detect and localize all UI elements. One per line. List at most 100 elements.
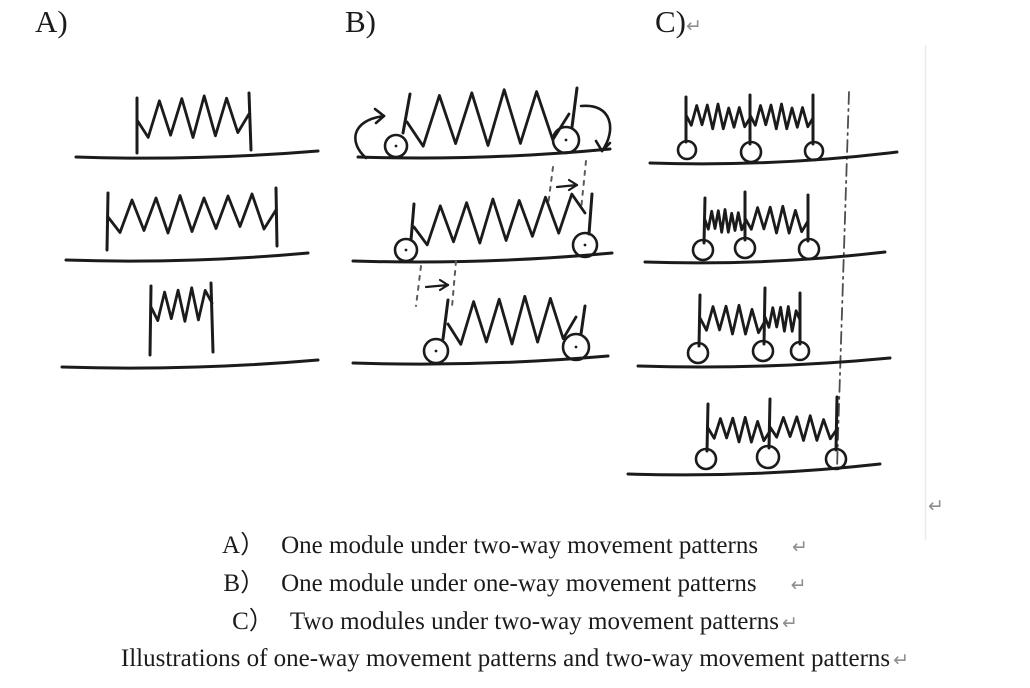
ground-line [356,147,612,160]
wheel [733,236,757,260]
spring [706,415,772,444]
post [274,186,279,248]
wheel [803,140,825,162]
post [579,304,587,336]
right-arrowhead [438,283,450,292]
spring [135,94,251,139]
wheel [694,447,718,471]
post [570,86,579,129]
displacement-guide-dash [415,265,422,307]
caption-b-label: B） [223,570,266,597]
spring [698,303,767,336]
spring [106,192,278,235]
rotation-arrowhead [594,139,604,153]
post [105,191,110,252]
wheel [755,444,781,470]
post [209,281,215,354]
post [409,202,416,242]
spring [149,286,214,323]
panel-label-c-text: C) [655,4,686,39]
wheel-hub [583,243,587,247]
spring [703,208,747,234]
spring [405,88,571,148]
ground-line [643,250,887,265]
sketch-c2-left-compressed-right-stretched [643,190,887,265]
sketch-b1-wheeled-module-rotating [354,86,612,211]
sketch-b2-wheeled-module-stretched [351,192,614,308]
panel-label-b: B) [345,6,376,37]
right-arrowhead [567,183,579,192]
sketch-c4-two-modules-advanced [626,395,882,477]
ground-line [64,251,310,263]
spring [768,414,839,442]
wheel [551,125,581,155]
caption-a: A） One module under two-way movement patt… [0,531,1030,561]
panel-label-a: A) [35,6,68,37]
return-mark-icon: ↵ [790,574,807,596]
caption-a-label: A） [222,532,266,559]
post [441,298,450,341]
caption-b: B） One module under one-way movement patt… [0,569,1030,599]
spring [684,102,752,131]
return-mark-icon: ↵ [792,536,808,558]
panel-label-c: C)↵ [655,6,702,37]
wheel [824,447,848,471]
spring [763,305,802,333]
displacement-guide-dash [580,160,587,211]
sketch-c1-two-modules-natural [648,93,899,166]
ground-line [351,251,614,264]
rotation-arrow [579,104,612,153]
wheel [393,237,419,263]
rotation-arrowhead [374,114,386,125]
sketch-a2-spring-stretched [64,186,310,263]
caption-a-text: One module under two-way movement patter… [281,532,759,559]
wheel [797,237,821,261]
sketch-c3-left-stretched-right-compressed [636,286,892,369]
reference-dashdot-line [836,91,850,469]
wheel-hub [564,138,568,142]
ground-line [351,354,610,366]
wheel [561,332,591,362]
wheel [383,133,409,159]
wheel [789,340,811,362]
right-arrow-icon [424,283,450,289]
displacement-guide-dash [547,166,554,207]
figure-caption: Illustrations of one-way movement patter… [0,644,1030,674]
panel-label-a-text: A) [35,4,68,39]
wheel [422,337,450,365]
ground-line [74,149,320,160]
wheel-hub [434,349,438,353]
caption-c-label: C） [232,608,274,635]
sketch-b3-wheeled-module-contracted [351,294,610,366]
rotation-arrowhead [600,141,612,153]
wheel [751,339,775,363]
figure-caption-text: Illustrations of one-way movement patter… [120,645,891,672]
ground-line [636,356,892,369]
spring [446,294,578,346]
ground-line [648,150,899,166]
wheel-hub [394,144,398,148]
sketch-a3-spring-compressed [60,281,320,370]
rotation-arrowhead [373,107,386,118]
panel-label-b-text: B) [345,4,376,39]
rotation-arrow [354,114,386,160]
caption-c: C） Two modules under two-way movement pat… [0,607,1030,637]
post [148,284,153,357]
caption-c-text: Two modules under two-way movement patte… [289,608,779,635]
wheel [571,231,599,259]
post [834,395,839,452]
post [767,397,772,450]
ground-line [60,358,320,370]
caption-b-text: One module under one-way movement patter… [281,570,757,597]
wheel [676,139,698,161]
return-mark-icon: ↵ [781,612,798,634]
return-mark-icon: ↵ [893,649,910,671]
post [587,192,594,236]
spring [412,192,587,247]
post [401,92,412,135]
right-arrow-icon [555,183,579,189]
right-arrowhead [567,178,579,187]
wheel [739,140,763,164]
return-mark-icon: ↵ [686,15,702,37]
